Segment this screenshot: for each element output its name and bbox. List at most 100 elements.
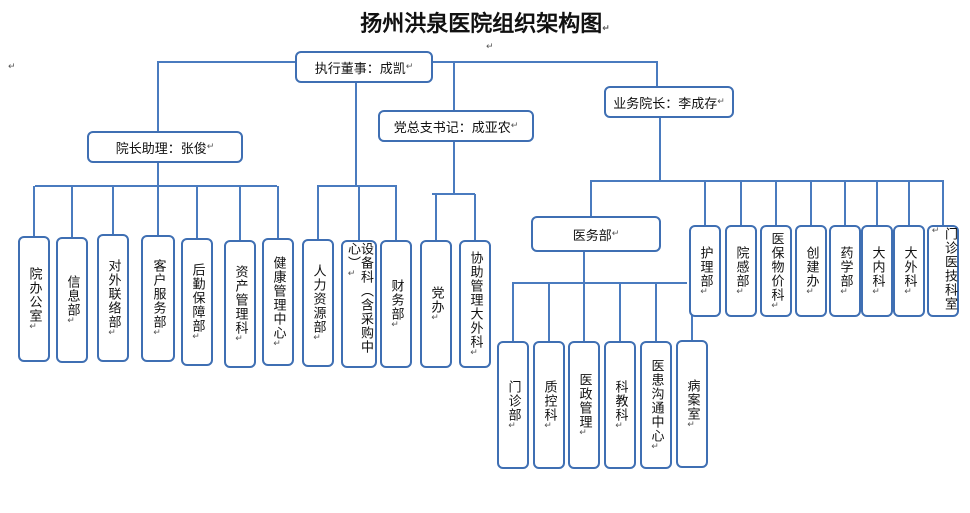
connector [453,138,455,193]
connector [810,181,812,225]
department-box: 药学部↵ [829,225,861,317]
paragraph-mark: ↵ [347,269,357,279]
paragraph-mark: ↵ [192,331,201,342]
department-label: 科教科↵ [612,379,628,431]
connector [35,185,277,187]
connector [908,181,910,225]
connector [239,186,241,240]
connector [157,161,159,185]
department-box: 病案室↵ [676,340,708,468]
connector [583,250,585,282]
department-box: 对外联络部↵ [97,234,129,362]
department-label: 医保物价科↵ [768,231,784,311]
department-label: 设备科（含采购中心）↵ [345,242,373,354]
paragraph-mark: ↵ [108,327,117,338]
node-business-vp: 业务院长：李成存↵ [604,86,734,118]
department-box: 创建办↵ [795,225,827,317]
connector [876,181,878,225]
connector [358,186,360,240]
connector [317,186,319,239]
chart-title: 扬州洪泉医院组织架构图↵ [360,12,610,37]
paragraph-mark: ↵ [153,328,162,338]
node-party-secretary: 党总支书记：成亚农↵ [378,110,534,142]
department-box: 质控科↵ [533,341,565,469]
department-box: 医患沟通中心↵ [640,341,672,469]
department-label: 对外联络部↵ [105,258,121,338]
paragraph-mark: ↵ [579,427,588,438]
department-box: 资产管理科↵ [224,240,256,368]
connector [655,283,657,341]
connector [355,61,357,185]
connector [659,112,661,180]
connector [590,180,592,217]
connector [317,185,397,187]
paragraph-mark: ↵ [8,62,16,72]
connector [704,181,706,225]
paragraph-mark: ↵ [615,420,624,431]
connector [590,180,944,182]
connector [157,61,159,133]
department-label: 医政管理↵ [576,372,592,438]
paragraph-mark: ↵ [687,419,696,430]
paragraph-mark: ↵ [486,42,494,52]
node-medical-dept: 医务部↵ [531,216,661,252]
paragraph-mark: ↵ [736,286,745,297]
department-label: 财务部↵ [388,278,404,330]
paragraph-mark: ↵ [391,319,400,330]
connector [512,283,514,341]
connector [453,61,455,111]
connector [432,193,475,195]
connector [157,186,159,235]
paragraph-mark: ↵ [235,333,244,344]
paragraph-mark: ↵ [313,332,322,343]
paragraph-mark: ↵ [508,420,517,431]
department-box: 大内科↵ [861,225,893,317]
paragraph-mark: ↵ [431,312,440,323]
connector [112,186,114,234]
department-box: 党办↵ [420,240,452,368]
department-label: 护理部↵ [697,245,713,297]
connector [583,283,585,341]
department-box: 门诊医技科室↵ [927,225,959,317]
department-box: 后勤保障部↵ [181,238,213,366]
department-label: 医患沟通中心↵ [648,358,664,452]
department-box: 健康管理中心↵ [262,238,294,366]
paragraph-mark: ↵ [29,321,38,332]
paragraph-mark: ↵ [771,300,780,311]
department-box: 院感部↵ [725,225,757,317]
connector [740,181,742,225]
department-label: 大内科↵ [869,245,885,297]
department-label: 药学部↵ [837,245,853,297]
department-box: 护理部↵ [689,225,721,317]
connector [942,181,944,225]
department-label: 协助管理大外科↵ [467,250,483,358]
department-label: 创建办↵ [803,245,819,297]
paragraph-mark: ↵ [67,315,76,326]
department-label: 健康管理中心↵ [270,255,286,349]
department-label: 信息部↵ [64,274,80,326]
department-label: 院办公室↵ [26,266,42,332]
node-ceo: 执行董事：成凯↵ [295,51,433,83]
department-label: 病案室↵ [684,378,700,430]
connector [435,194,437,240]
department-label: 客户服务部↵ [150,259,166,338]
paragraph-mark: ↵ [931,226,941,236]
department-box: 医政管理↵ [568,341,600,469]
department-label: 资产管理科↵ [232,264,248,344]
department-box: 财务部↵ [380,240,412,368]
connector [656,61,658,89]
connector [196,186,198,238]
department-box: 科教科↵ [604,341,636,469]
department-label: 门诊部↵ [505,379,521,431]
department-box: 门诊部↵ [497,341,529,469]
department-box: 客户服务部↵ [141,235,175,362]
department-box: 医保物价科↵ [760,225,792,317]
paragraph-mark: ↵ [651,441,660,452]
connector [548,283,550,341]
department-label: 大外科↵ [901,245,917,297]
node-assistant: 院长助理：张俊↵ [87,131,243,163]
department-label: 后勤保障部↵ [189,262,205,342]
department-box: 协助管理大外科↵ [459,240,491,368]
department-label: 人力资源部↵ [310,263,326,343]
department-box: 信息部↵ [56,237,88,363]
